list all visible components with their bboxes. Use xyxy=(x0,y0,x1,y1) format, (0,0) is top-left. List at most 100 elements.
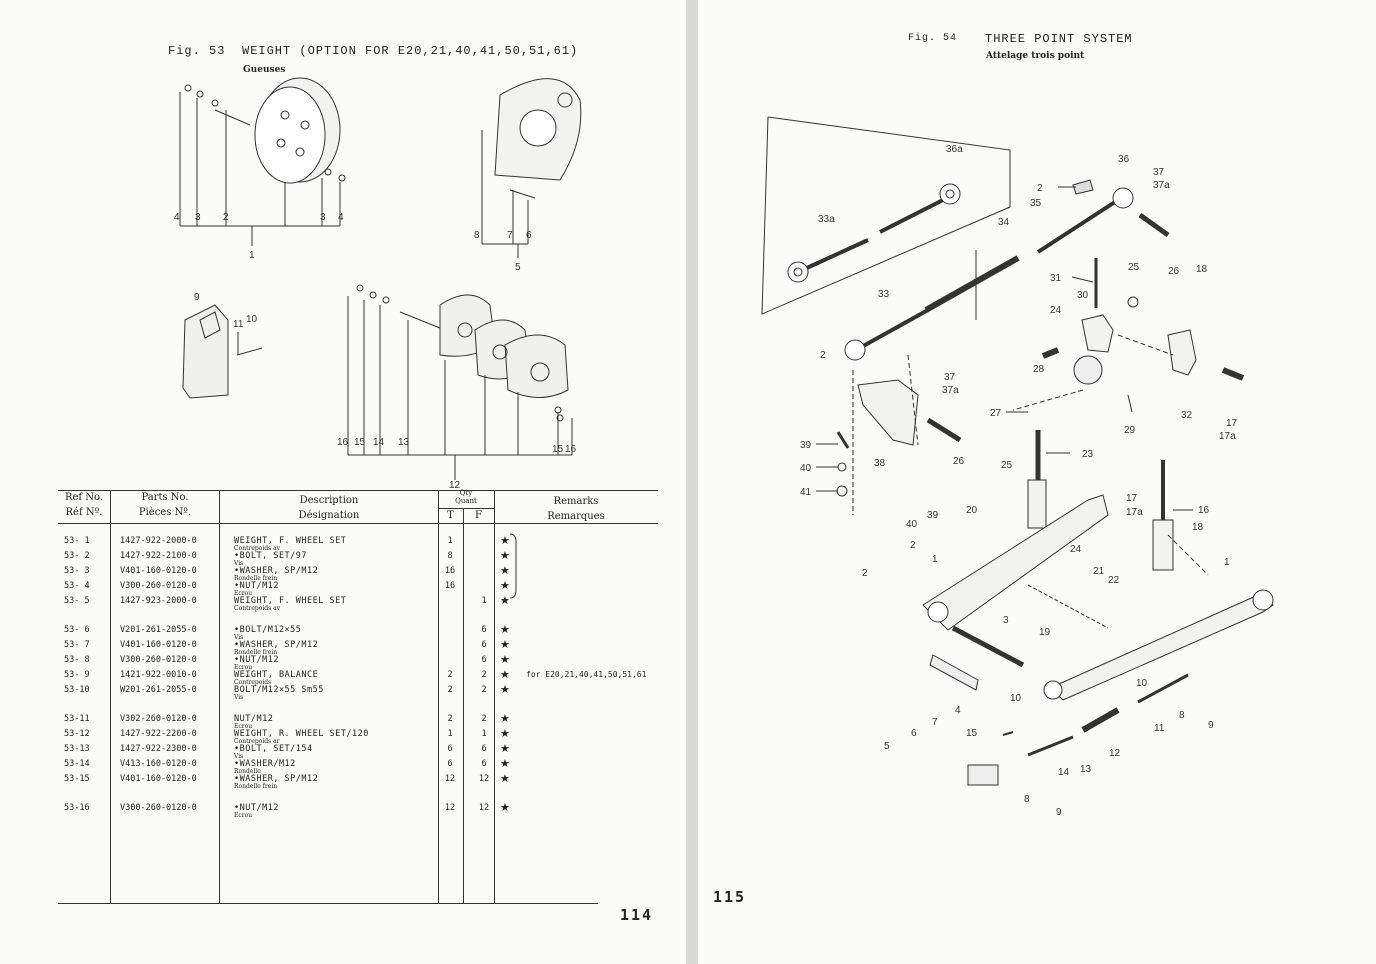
callout-16a: 16 xyxy=(337,437,349,448)
row-qty-f: 12 xyxy=(478,774,490,784)
callout-5: 5 xyxy=(884,741,890,752)
callout-38: 38 xyxy=(874,458,886,469)
row-star-mark: ★ xyxy=(500,742,510,755)
row-description: •NUT/M12 xyxy=(234,655,279,665)
row-designation: Contrepoids ar xyxy=(234,738,280,745)
callout-7: 7 xyxy=(507,230,513,241)
callout-40b: 40 xyxy=(906,519,918,530)
callout-2c: 2 xyxy=(910,540,916,551)
header-t: T xyxy=(447,510,454,521)
callout-37b: 37 xyxy=(944,372,956,383)
header-ref-no: Ref No. xyxy=(64,492,104,503)
row-designation: Vis xyxy=(234,694,244,701)
row-qty-f: 1 xyxy=(481,596,487,606)
fig-54-subtitle: Attelage trois point xyxy=(986,51,1085,61)
row-part-no: V401-160-0120-0 xyxy=(120,566,197,576)
row-ref-no: 53- 8 xyxy=(64,655,90,665)
callout-24b: 24 xyxy=(1070,544,1082,555)
row-star-mark: ★ xyxy=(500,623,510,636)
callout-27: 27 xyxy=(990,408,1002,419)
three-point-system-diagram: 36a 33a 36 37 37a 2 35 34 31 30 25 26 18… xyxy=(761,116,1274,818)
row-remarks: for E20,21,40,41,50,51,61 xyxy=(526,670,647,679)
row-ref-no: 53- 1 xyxy=(64,536,90,546)
callout-9: 9 xyxy=(194,292,200,303)
row-ref-no: 53-12 xyxy=(64,729,90,739)
callout-33: 33 xyxy=(878,289,890,300)
callout-21: 21 xyxy=(1093,566,1105,577)
row-description: •WASHER/M12 xyxy=(234,759,296,769)
row-designation: Rondelle frein xyxy=(234,649,278,656)
row-star-mark: ★ xyxy=(500,549,510,562)
row-designation: Vis xyxy=(234,634,244,641)
header-f: F xyxy=(475,510,482,521)
callout-36: 36 xyxy=(1118,154,1130,165)
fig-54-label: Fig. 54 xyxy=(908,33,958,44)
callout-11: 11 xyxy=(1154,723,1165,734)
row-designation: Contrepoids xyxy=(234,679,272,686)
callout-3a: 3 xyxy=(195,212,201,223)
header-ref-no-fr: Réf Nº. xyxy=(65,507,103,518)
row-star-mark: ★ xyxy=(500,564,510,577)
row-ref-no: 53- 4 xyxy=(64,581,90,591)
callout-25b: 25 xyxy=(1001,460,1013,471)
header-parts-no-fr: Pièces Nº. xyxy=(138,507,192,518)
row-qty-f: 2 xyxy=(481,685,487,695)
row-qty-f: 6 xyxy=(481,640,487,650)
callout-2d: 2 xyxy=(862,568,868,579)
row-ref-no: 53- 9 xyxy=(64,670,90,680)
callout-7: 7 xyxy=(932,717,938,728)
fig-53-subtitle: Gueuses xyxy=(243,65,286,75)
weight-exploded-diagram: 4 3 2 3 4 1 8 7 6 5 9 11 10 16 15 14 13 … xyxy=(174,77,582,490)
row-description: •WASHER, SP/M12 xyxy=(234,566,319,576)
row-description: •BOLT, SET/97 xyxy=(234,551,308,561)
callout-35: 35 xyxy=(1030,198,1042,209)
row-part-no: W201-261-2055-0 xyxy=(120,685,197,695)
callout-2a: 2 xyxy=(1037,183,1043,194)
callout-4b: 4 xyxy=(338,212,344,223)
callout-19: 19 xyxy=(1039,627,1051,638)
row-designation: Ecrou xyxy=(234,723,253,730)
row-part-no: V413-160-0120-0 xyxy=(120,759,197,769)
fig-54-title: THREE POINT SYSTEM xyxy=(985,32,1133,46)
row-qty-t: 8 xyxy=(447,551,453,561)
parts-table: Ref No. Réf Nº. Parts No. Pièces Nº. Des… xyxy=(58,489,658,906)
right-page: Fig. 54 THREE POINT SYSTEM Attelage troi… xyxy=(698,0,1376,964)
row-qty-t: 12 xyxy=(444,774,456,784)
left-page: Fig. 53 WEIGHT (OPTION FOR E20,21,40,41,… xyxy=(0,0,686,964)
callout-37ab: 37a xyxy=(942,385,959,396)
callout-3b: 3 xyxy=(320,212,326,223)
row-part-no: V401-160-0120-0 xyxy=(120,774,197,784)
row-description: •BOLT/M12×55 xyxy=(234,625,302,635)
row-part-no: 1421-922-0010-0 xyxy=(120,670,197,680)
callout-31: 31 xyxy=(1050,273,1062,284)
callout-12: 12 xyxy=(449,480,461,490)
row-part-no: V300-260-0120-0 xyxy=(120,655,197,665)
callout-11: 11 xyxy=(233,319,244,330)
row-designation: Contrepoids av xyxy=(234,605,281,612)
row-star-mark: ★ xyxy=(500,579,510,592)
row-part-no: V201-261-2055-0 xyxy=(120,625,197,635)
row-star-mark: ★ xyxy=(500,801,510,814)
callout-22: 22 xyxy=(1108,575,1120,586)
header-designation: Désignation xyxy=(298,510,360,521)
row-designation: Rondelle frein xyxy=(234,783,278,790)
row-star-mark: ★ xyxy=(500,594,510,607)
callout-36a: 36a xyxy=(946,144,963,155)
callout-8b: 8 xyxy=(1024,794,1030,805)
row-part-no: V302-260-0120-0 xyxy=(120,714,197,724)
row-ref-no: 53- 5 xyxy=(64,596,90,606)
row-ref-no: 53- 3 xyxy=(64,566,90,576)
row-ref-no: 53-13 xyxy=(64,744,90,754)
callout-33a: 33a xyxy=(818,214,835,225)
fig-53-label: Fig. 53 xyxy=(168,44,226,58)
callout-1: 1 xyxy=(249,250,255,261)
row-description: WEIGHT, F. WHEEL SET xyxy=(234,596,347,606)
row-part-no: V300-260-0120-0 xyxy=(120,581,197,591)
row-part-no: 1427-922-2200-0 xyxy=(120,729,197,739)
